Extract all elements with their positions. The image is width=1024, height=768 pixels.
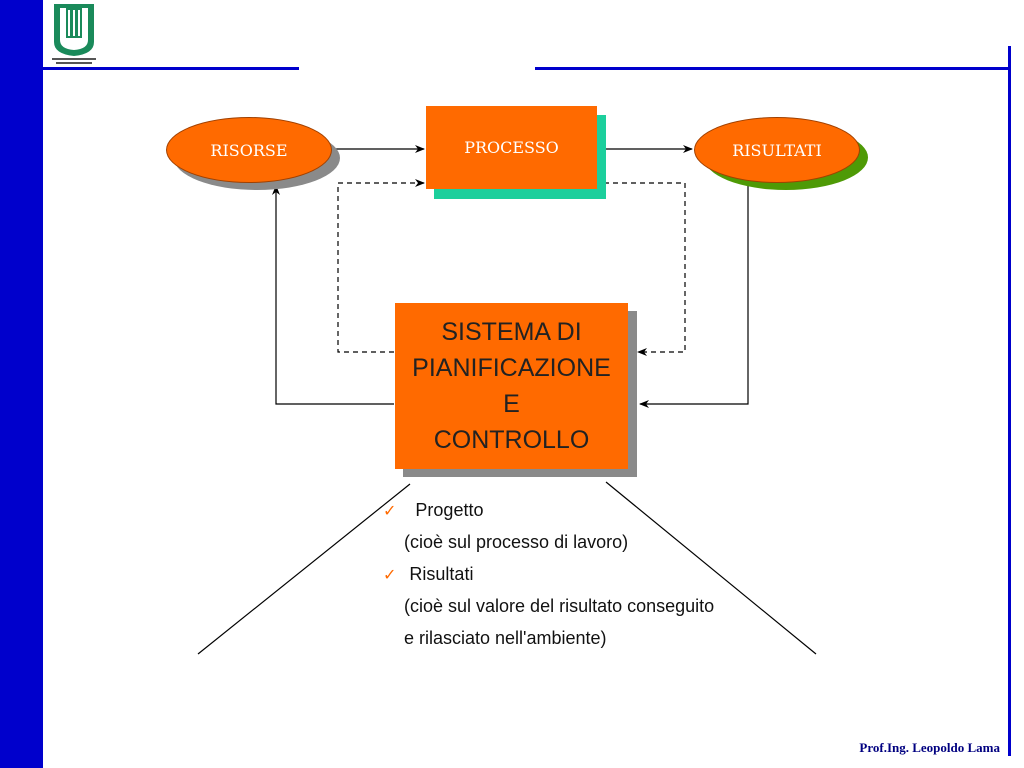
sistema-line-3: E [503,390,520,418]
processo-node: PROCESSO [426,106,597,189]
arrow-sistema-risorse [272,185,394,405]
sistema-line-2: PIANIFICAZIONE [412,354,611,382]
left-accent-bar [0,0,43,768]
checkmark-icon: ✓ [383,501,397,520]
bullet-risultati-detail-1: (cioè sul valore del risultato conseguit… [404,596,715,616]
sistema-line-4: CONTROLLO [433,426,590,454]
dashed-feed-processo [337,179,425,353]
funnel-line-right [605,481,817,655]
checkmark-icon: ✓ [383,565,397,584]
bullet-progetto: ✓ Progetto [383,500,483,521]
dashed-feed-sistema [604,182,686,356]
risultati-node: RISULTATI [694,117,860,183]
sistema-node: SISTEMA DI PIANIFICAZIONE E CONTROLLO [395,303,628,469]
risultati-label: RISULTATI [732,140,822,160]
arrow-risultati-sistema [639,184,749,408]
risorse-node: RISORSE [166,117,332,183]
funnel-line-left [197,483,411,655]
header-rule-left [43,67,299,70]
bullet-risultati-detail-2: e rilasciato nell'ambiente) [404,628,607,648]
bullet-progetto-label: Progetto [415,500,484,520]
bullet-risultati: ✓ Risultati [383,564,473,585]
footer-author: Prof.Ing. Leopoldo Lama [859,740,1000,755]
bullet-progetto-detail: (cioè sul processo di lavoro) [404,532,629,552]
risorse-label: RISORSE [210,140,288,160]
bullet-risultati-label: Risultati [409,564,474,584]
right-accent-rule [1008,46,1011,756]
processo-label: PROCESSO [464,138,559,157]
sistema-line-1: SISTEMA DI [441,318,582,346]
university-logo [52,4,96,64]
header-rule-right [535,67,1011,70]
